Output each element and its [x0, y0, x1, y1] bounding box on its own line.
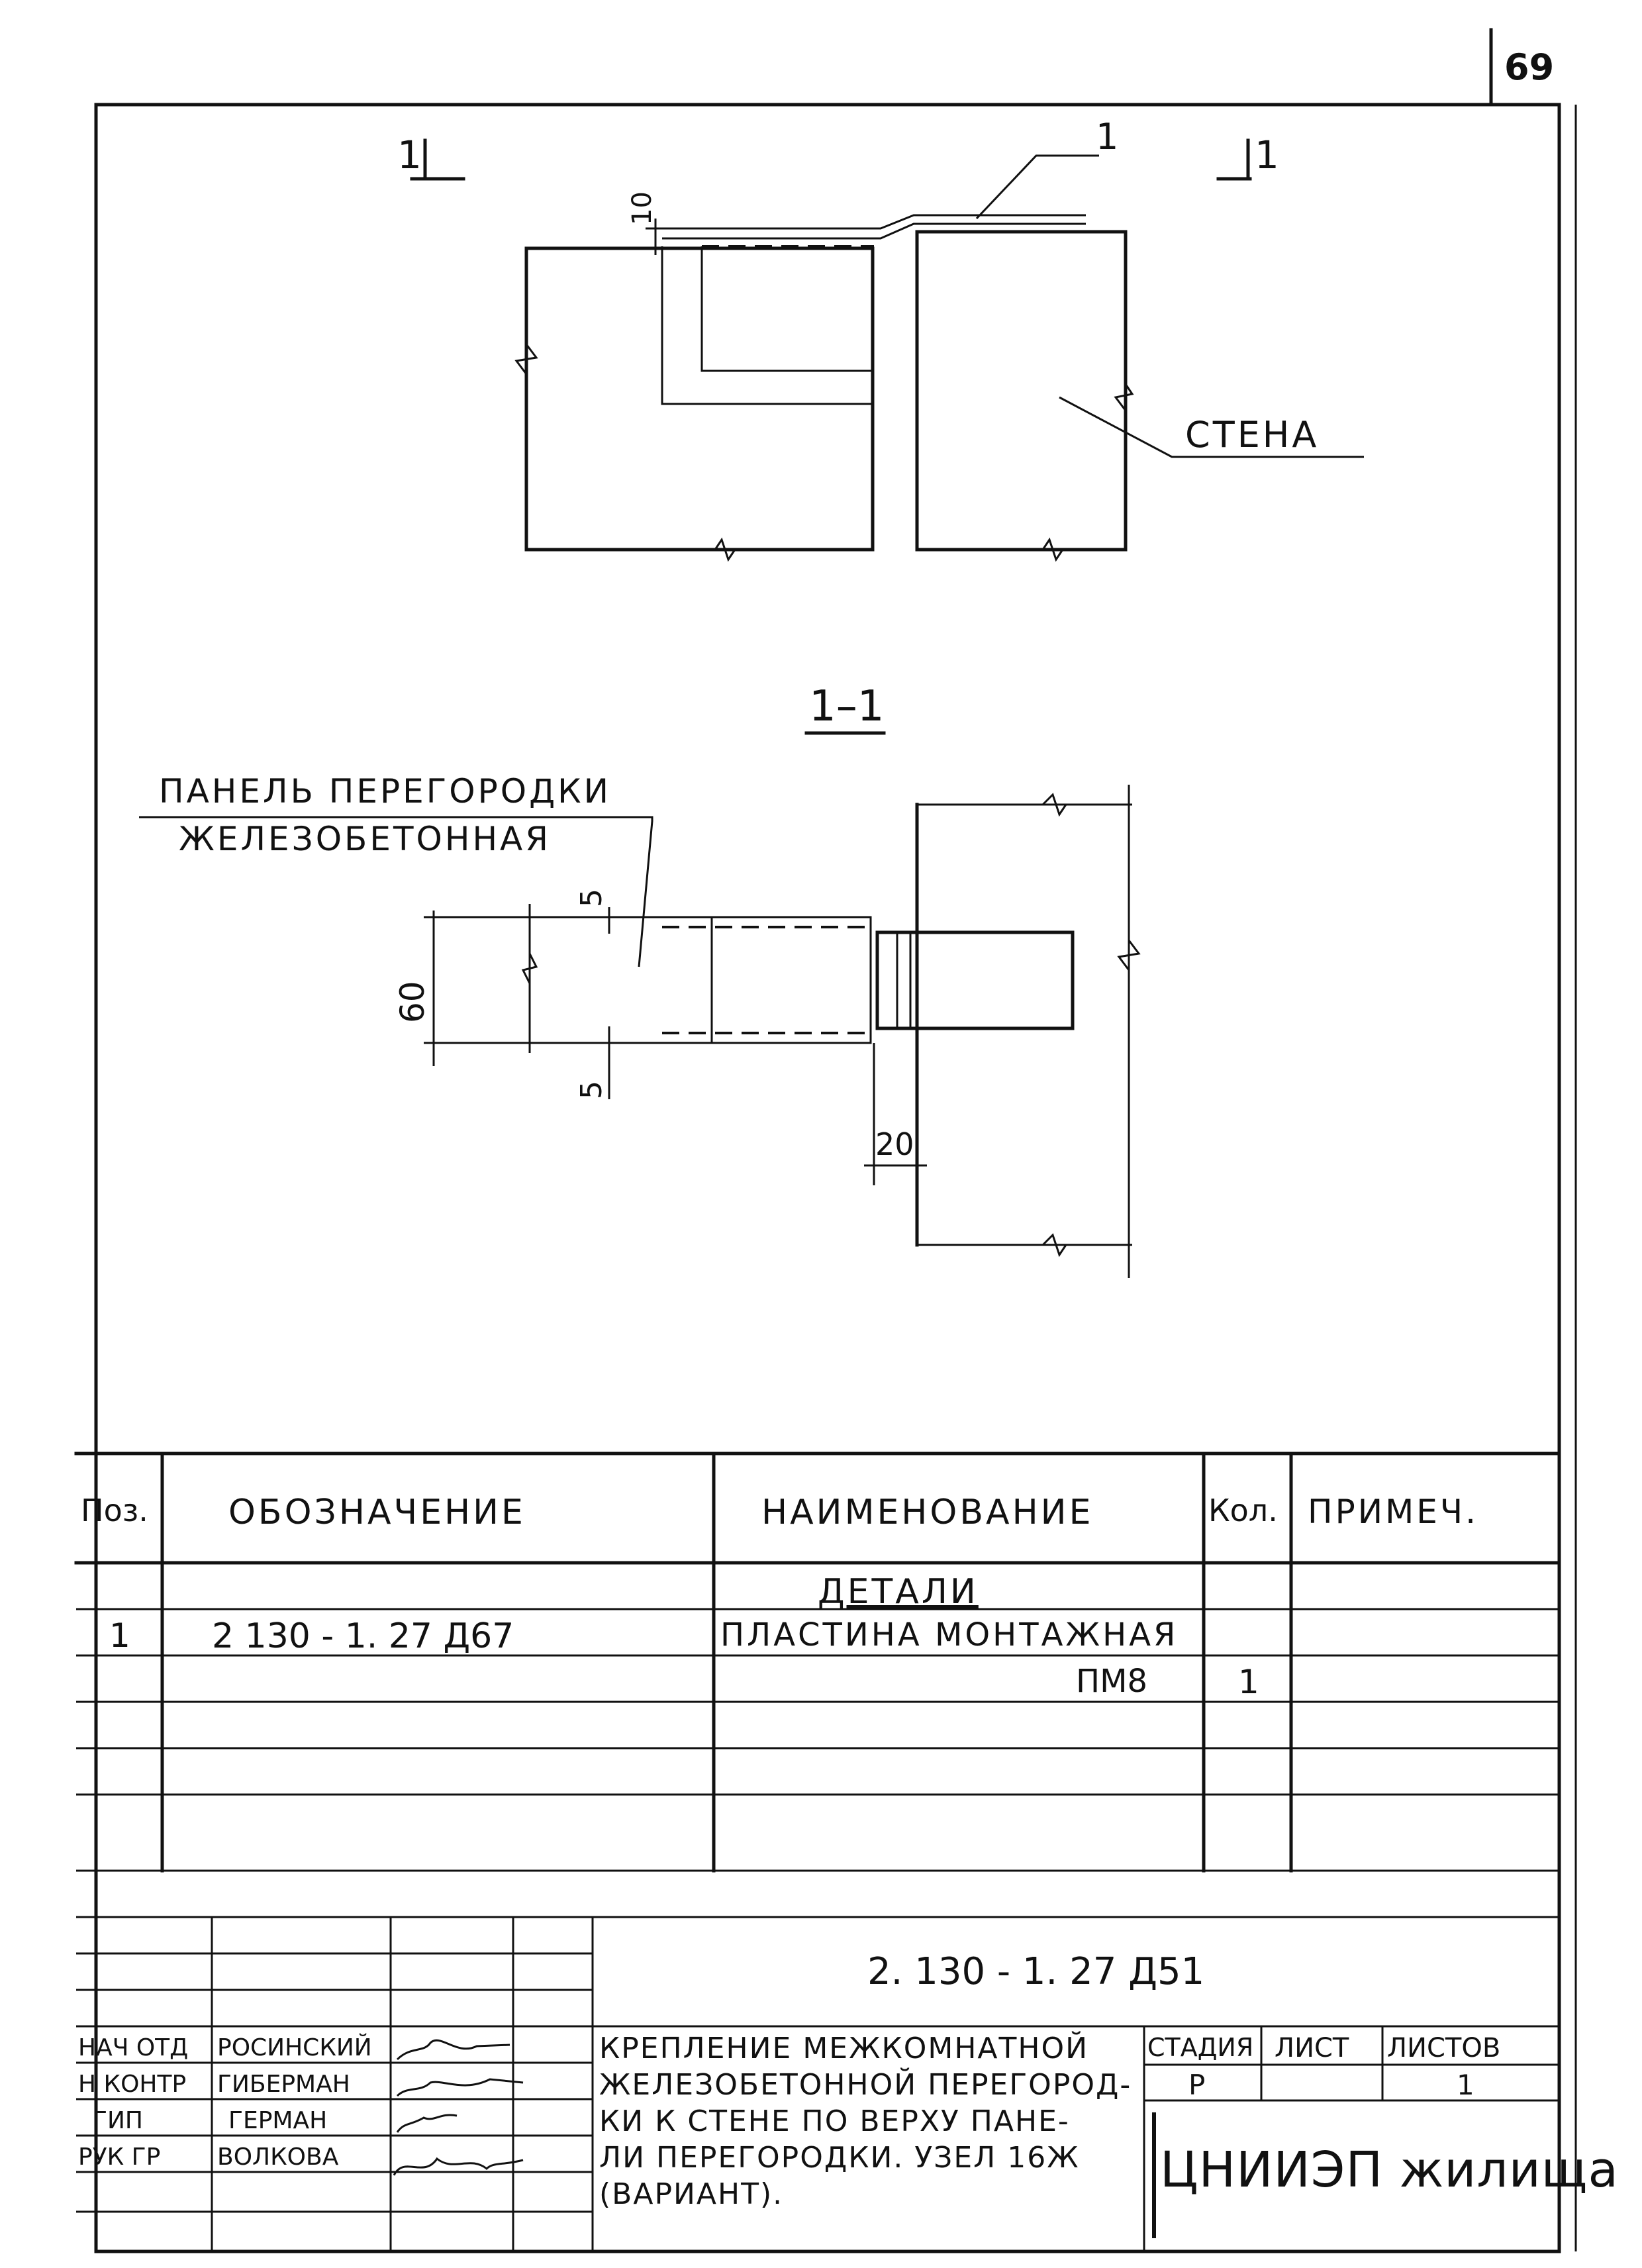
role-3: ГИП [93, 2107, 143, 2134]
section-mark-left: 1 [397, 132, 422, 177]
dim-thickness-label: 60 [393, 981, 432, 1023]
role-4: РУК ГР [78, 2144, 161, 2171]
row1-designation: 2 130 - 1. 27 Д67 [212, 1616, 514, 1656]
title-line-2: ЖЕЛЕЗОБЕТОННОЙ ПЕРЕГОРОД- [599, 2068, 1132, 2102]
sheets-value: 1 [1457, 2069, 1474, 2101]
plate-position-label: 1 [1096, 116, 1119, 158]
document-code: 2. 130 - 1. 27 Д51 [867, 1950, 1205, 1993]
title-line-1: КРЕПЛЕНИЕ МЕЖКОМНАТНОЙ [599, 2032, 1089, 2065]
name-1: РОСИНСКИЙ [217, 2034, 372, 2061]
title-line-3: КИ К СТЕНЕ ПО ВЕРХУ ПАНЕ- [599, 2104, 1070, 2138]
name-4: ВОЛКОВА [217, 2144, 339, 2171]
name-3: ГЕРМАН [228, 2107, 328, 2134]
spec-table-grid [74, 1452, 1561, 1873]
stage-label: СТАДИЯ [1147, 2033, 1254, 2062]
dim-cover-bottom-label: 5 [575, 1081, 608, 1099]
panel-label-line1: ПАНЕЛЬ ПЕРЕГОРОДКИ [159, 772, 612, 811]
plan-view [410, 138, 1364, 562]
row1-name: ПЛАСТИНА МОНТАЖНАЯ [720, 1616, 1179, 1653]
name-2: ГИБЕРМАН [217, 2071, 350, 2098]
header-qty: Кол. [1208, 1493, 1278, 1528]
row2-qty: 1 [1238, 1663, 1259, 1701]
title-line-4: ЛИ ПЕРЕГОРОДКИ. УЗЕЛ 16Ж [599, 2141, 1080, 2175]
dim-gap-top-label: 10 [627, 191, 657, 225]
dim-cover-top-label: 5 [575, 889, 608, 907]
org-name: ЦНИИЭП жилища [1160, 2142, 1619, 2198]
header-designation: ОБОЗНАЧЕНИЕ [228, 1493, 526, 1532]
section-heading-details: ДЕТАЛИ [818, 1572, 979, 1612]
panel-label-line2: ЖЕЛЕЗОБЕТОННАЯ [179, 820, 551, 858]
role-2: Н КОНТР [78, 2071, 187, 2098]
dim-gap-label: 20 [875, 1126, 914, 1162]
org-logo [1152, 2112, 1156, 2238]
sheet-frame [94, 28, 1577, 2253]
signature [393, 2039, 524, 2176]
title-block-grid [76, 1916, 1559, 2251]
header-note: ПРИМЕЧ. [1308, 1493, 1479, 1531]
title-line-5: (ВАРИАНТ). [599, 2177, 784, 2211]
wall-label: СТЕНА [1185, 414, 1320, 456]
row2-name: ПМ8 [1076, 1663, 1148, 1700]
row1-pos: 1 [109, 1616, 130, 1655]
sheet-label: ЛИСТ [1275, 2033, 1349, 2063]
section-view [139, 731, 1141, 1278]
section-title: 1–1 [809, 682, 885, 731]
sheets-label: ЛИСТОВ [1387, 2033, 1501, 2063]
stage-value: Р [1188, 2069, 1206, 2101]
role-1: НАЧ ОТД [78, 2034, 189, 2061]
section-mark-right: 1 [1255, 132, 1279, 177]
header-pos: Поз. [81, 1493, 148, 1528]
header-name: НАИМЕНОВАНИЕ [761, 1493, 1094, 1532]
sheet-number: 69 [1504, 46, 1555, 88]
